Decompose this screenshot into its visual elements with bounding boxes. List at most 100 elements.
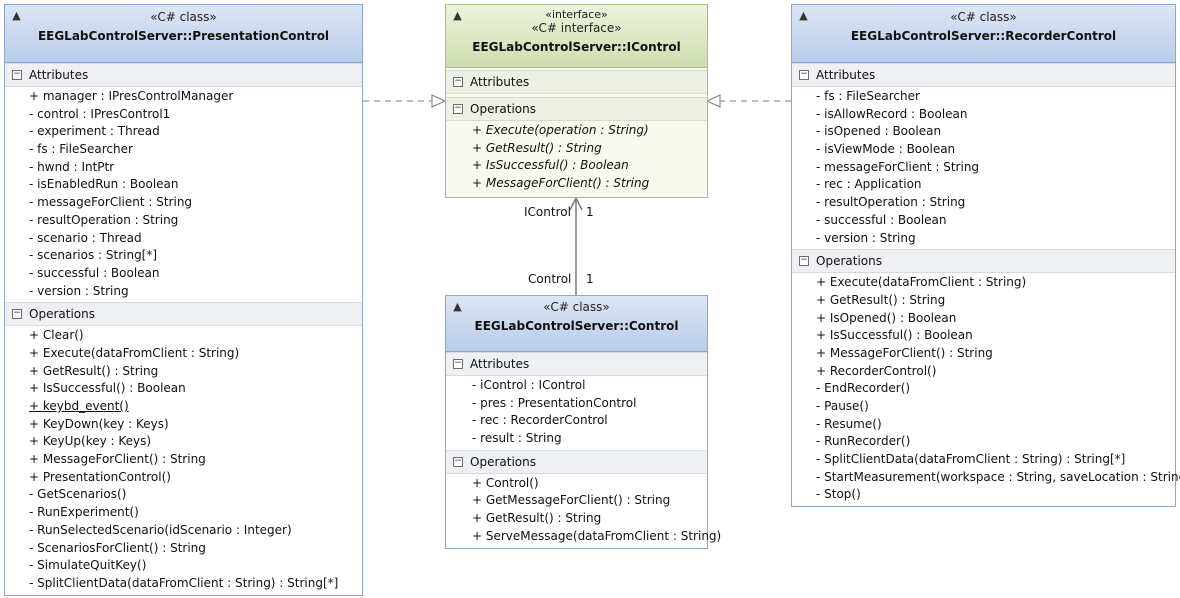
operation-item[interactable]: + Execute(dataFromClient : String) bbox=[816, 275, 1027, 290]
operation-item[interactable]: - SimulateQuitKey() bbox=[29, 558, 147, 573]
section-label: Attributes bbox=[816, 68, 876, 82]
section-label: Attributes bbox=[470, 75, 530, 89]
class-recorder-control[interactable]: ▲ «C# class» EEGLabControlServer::Record… bbox=[791, 4, 1180, 507]
operation-item[interactable]: - ScenariosForClient() : String bbox=[29, 540, 206, 555]
attribute-item[interactable]: - hwnd : IntPtr bbox=[29, 159, 115, 174]
operations-section-header[interactable]: − Operations bbox=[792, 249, 1175, 274]
operation-item[interactable]: + Control() bbox=[472, 475, 539, 490]
association-mult-top: 1 bbox=[586, 205, 594, 219]
attribute-item[interactable]: - fs : FileSearcher bbox=[29, 142, 133, 157]
operation-item[interactable]: + Clear() bbox=[29, 328, 84, 343]
attribute-item[interactable]: - version : String bbox=[816, 230, 916, 245]
minus-icon[interactable]: − bbox=[12, 308, 22, 320]
attribute-item[interactable]: - experiment : Thread bbox=[29, 124, 160, 139]
attributes-section-header[interactable]: − Attributes bbox=[446, 70, 707, 94]
attribute-item[interactable]: - scenario : Thread bbox=[29, 230, 142, 245]
operations-section-header[interactable]: − Operations bbox=[446, 449, 707, 474]
attribute-item[interactable]: - result : String bbox=[472, 431, 562, 446]
class-header[interactable]: ▲ «interface» «C# interface» EEGLabContr… bbox=[446, 5, 707, 68]
operation-item[interactable]: - EndRecorder() bbox=[816, 381, 911, 396]
attribute-item[interactable]: - control : IPresControl1 bbox=[29, 106, 171, 121]
attribute-item[interactable]: - scenarios : String[*] bbox=[29, 248, 158, 263]
operation-item[interactable]: - SplitClientData(dataFromClient : Strin… bbox=[29, 575, 339, 590]
operation-item[interactable]: + IsSuccessful() : Boolean bbox=[29, 381, 186, 396]
operation-item[interactable]: + KeyDown(key : Keys) bbox=[29, 416, 169, 431]
operation-item[interactable]: + PresentationControl() bbox=[29, 469, 171, 484]
attribute-list: - iControl : IControl - pres : Presentat… bbox=[446, 376, 707, 450]
operation-item[interactable]: + GetResult() : String bbox=[472, 511, 602, 526]
class-control[interactable]: ▲ «C# class» EEGLabControlServer::Contro… bbox=[445, 295, 722, 549]
operation-item-static[interactable]: + keybd_event() bbox=[29, 398, 362, 416]
attribute-item[interactable]: - isAllowRecord : Boolean bbox=[816, 106, 968, 121]
attribute-item[interactable]: - pres : PresentationControl bbox=[472, 395, 637, 410]
attribute-item[interactable]: - isOpened : Boolean bbox=[816, 124, 942, 139]
minus-icon[interactable]: − bbox=[453, 103, 463, 114]
attribute-item[interactable]: - iControl : IControl bbox=[472, 378, 586, 392]
attributes-section-header[interactable]: − Attributes bbox=[446, 352, 707, 376]
collapse-icon[interactable]: ▲ bbox=[453, 300, 462, 313]
class-header[interactable]: ▲ «C# class» EEGLabControlServer::Record… bbox=[792, 5, 1175, 63]
operation-item[interactable]: - RunRecorder() bbox=[816, 434, 911, 449]
minus-icon[interactable]: − bbox=[12, 69, 22, 80]
operation-item[interactable]: + Execute(operation : String) bbox=[472, 123, 649, 137]
operations-section-header[interactable]: − Operations bbox=[446, 97, 707, 121]
operation-item[interactable]: - StartMeasurement(workspace : String, s… bbox=[816, 469, 1180, 484]
attribute-item[interactable]: - resultOperation : String bbox=[29, 212, 179, 227]
minus-icon[interactable]: − bbox=[799, 69, 809, 80]
operation-item[interactable]: - GetScenarios() bbox=[29, 487, 127, 502]
operation-item[interactable]: + IsSuccessful() : Boolean bbox=[472, 158, 629, 173]
attribute-item[interactable]: - resultOperation : String bbox=[816, 195, 966, 210]
attribute-item[interactable]: - messageForClient : String bbox=[29, 195, 193, 210]
operation-item[interactable]: + MessageForClient() : String bbox=[816, 345, 993, 360]
association-role-top: IControl bbox=[524, 205, 571, 219]
operations-section-header[interactable]: − Operations bbox=[5, 302, 362, 327]
attribute-item[interactable]: - isViewMode : Boolean bbox=[816, 142, 956, 157]
class-name: EEGLabControlServer::PresentationControl bbox=[37, 29, 330, 43]
class-presentation-control[interactable]: ▲ «C# class» EEGLabControlServer::Presen… bbox=[4, 4, 363, 596]
operation-item[interactable]: + MessageForClient() : String bbox=[472, 176, 650, 191]
operation-text: + keybd_event() bbox=[29, 399, 129, 413]
attribute-item[interactable]: - version : String bbox=[29, 283, 129, 298]
attribute-item[interactable]: - successful : Boolean bbox=[816, 212, 947, 227]
attribute-item[interactable]: + manager : IPresControlManager bbox=[29, 89, 234, 103]
operation-item[interactable]: + GetMessageForClient() : String bbox=[472, 493, 671, 508]
operation-list: + Execute(dataFromClient : String) + Get… bbox=[792, 273, 1180, 506]
collapse-icon[interactable]: ▲ bbox=[453, 9, 462, 22]
operation-item[interactable]: - Stop() bbox=[816, 487, 861, 502]
minus-icon[interactable]: − bbox=[453, 358, 463, 369]
operation-item[interactable]: + IsOpened() : Boolean bbox=[816, 310, 957, 325]
collapse-icon[interactable]: ▲ bbox=[799, 9, 808, 22]
operation-item[interactable]: + IsSuccessful() : Boolean bbox=[816, 328, 973, 343]
collapse-icon[interactable]: ▲ bbox=[12, 9, 21, 22]
operation-item[interactable]: - RunExperiment() bbox=[29, 505, 139, 520]
operation-item[interactable]: - Resume() bbox=[816, 416, 882, 431]
attributes-section-header[interactable]: − Attributes bbox=[5, 63, 362, 87]
operation-item[interactable]: + MessageForClient() : String bbox=[29, 452, 206, 467]
attributes-section-header[interactable]: − Attributes bbox=[792, 63, 1175, 87]
minus-icon[interactable]: − bbox=[453, 76, 463, 87]
attribute-item[interactable]: - rec : Application bbox=[816, 177, 922, 192]
operation-item[interactable]: + ServeMessage(dataFromClient : String) bbox=[472, 528, 722, 543]
operation-item[interactable]: + RecorderControl() bbox=[816, 363, 937, 378]
operation-item[interactable]: - Pause() bbox=[816, 399, 869, 413]
operation-item[interactable]: + GetResult() : String bbox=[29, 363, 159, 378]
operation-item[interactable]: + GetResult() : String bbox=[816, 292, 946, 307]
operation-item[interactable]: + Execute(dataFromClient : String) bbox=[29, 345, 240, 360]
operation-list: + Control() + GetMessageForClient() : St… bbox=[446, 474, 722, 548]
minus-icon[interactable]: − bbox=[453, 455, 463, 467]
section-label: Attributes bbox=[29, 68, 89, 82]
class-header[interactable]: ▲ «C# class» EEGLabControlServer::Presen… bbox=[5, 5, 362, 63]
attribute-item[interactable]: - rec : RecorderControl bbox=[472, 413, 608, 428]
attribute-item[interactable]: - successful : Boolean bbox=[29, 265, 160, 280]
attribute-item[interactable]: - messageForClient : String bbox=[816, 159, 980, 174]
attribute-list: - fs : FileSearcher - isAllowRecord : Bo… bbox=[792, 87, 1175, 249]
operation-item[interactable]: + GetResult() : String bbox=[472, 140, 602, 155]
class-header[interactable]: ▲ «C# class» EEGLabControlServer::Contro… bbox=[446, 296, 707, 352]
attribute-item[interactable]: - fs : FileSearcher bbox=[816, 89, 920, 103]
attribute-item[interactable]: - isEnabledRun : Boolean bbox=[29, 177, 179, 192]
interface-icontrol[interactable]: ▲ «interface» «C# interface» EEGLabContr… bbox=[445, 4, 708, 198]
operation-item[interactable]: - RunSelectedScenario(idScenario : Integ… bbox=[29, 522, 292, 537]
operation-item[interactable]: - SplitClientData(dataFromClient : Strin… bbox=[816, 452, 1126, 467]
minus-icon[interactable]: − bbox=[799, 255, 809, 267]
operation-item[interactable]: + KeyUp(key : Keys) bbox=[29, 434, 152, 449]
